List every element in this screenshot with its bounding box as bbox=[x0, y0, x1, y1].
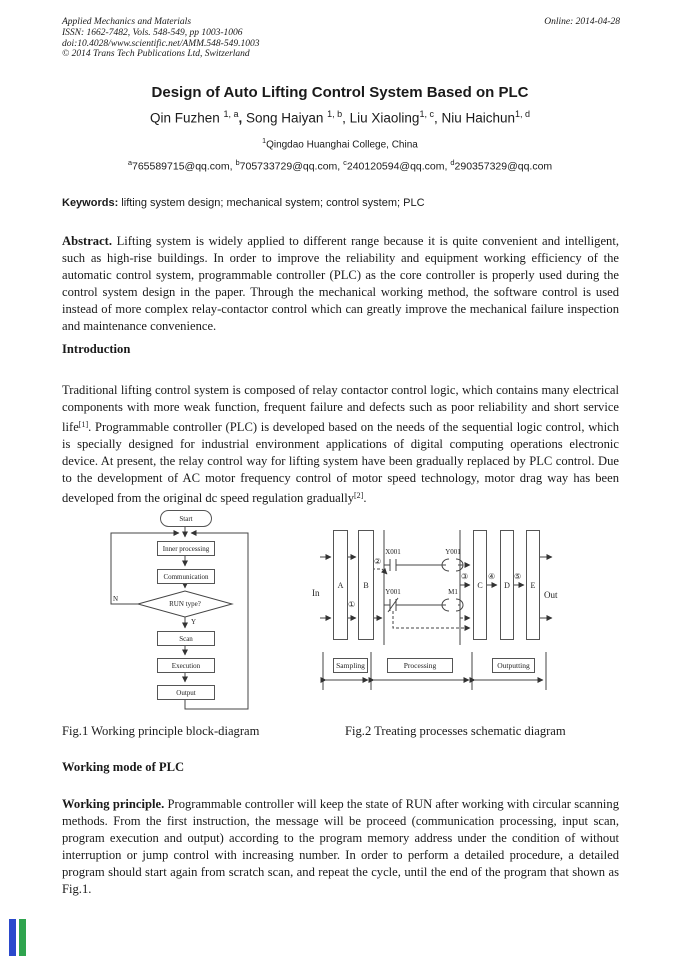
coil-label-m1: M1 bbox=[448, 588, 458, 596]
author-name: Qin Fuzhen bbox=[149, 110, 224, 126]
flowchart-connectors bbox=[110, 525, 249, 710]
keywords-line: Keywords: lifting system design; mechani… bbox=[62, 197, 618, 209]
email-list: a765589715@qq.com, b705733729@qq.com, c2… bbox=[42, 158, 638, 173]
copyright-line: © 2014 Trans Tech Publications Ltd, Swit… bbox=[62, 49, 250, 60]
phase-label-sampling: Sampling bbox=[333, 658, 368, 673]
figure1-flowchart: Start Inner processing Communication RUN… bbox=[105, 503, 305, 718]
author-sup: 1, c bbox=[419, 109, 434, 119]
flow-node-scan: Scan bbox=[157, 631, 215, 646]
keywords-text: lifting system design; mechanical system… bbox=[118, 197, 425, 209]
email-address: 240120594@qq.com, bbox=[346, 160, 451, 173]
author-name: Song Haiyan bbox=[246, 110, 328, 126]
phase-label-processing: Processing bbox=[387, 658, 453, 673]
step-number-1: ① bbox=[348, 600, 356, 609]
author-sup: 1, a bbox=[223, 109, 239, 119]
email-address: 290357329@qq.com bbox=[454, 160, 553, 173]
figure2-caption: Fig.2 Treating processes schematic diagr… bbox=[345, 724, 566, 738]
schematic-block-b: B bbox=[358, 530, 374, 640]
working-principle-label: Working principle. bbox=[62, 796, 165, 811]
schematic-block-a: A bbox=[333, 530, 348, 640]
affiliation-text: Qingdao Huanghai College, China bbox=[266, 139, 418, 151]
author-sep: , bbox=[238, 110, 247, 126]
schematic-block-e: E bbox=[526, 530, 540, 640]
step-number-5: ⑤ bbox=[514, 572, 522, 581]
email-sup: c bbox=[343, 158, 347, 167]
email-address: 705733729@qq.com, bbox=[239, 160, 344, 173]
citation-ref-2: [2] bbox=[354, 490, 364, 500]
introduction-paragraph: Traditional lifting control system is co… bbox=[62, 382, 619, 507]
flow-node-output: Output bbox=[157, 685, 215, 700]
issn-line: ISSN: 1662-7482, Vols. 548-549, pp 1003-… bbox=[62, 27, 243, 38]
step-number-3: ③ bbox=[461, 572, 469, 581]
email-sup: b bbox=[235, 158, 240, 167]
corner-logo-green-bar bbox=[19, 919, 26, 956]
section-heading-working-mode: Working mode of PLC bbox=[62, 760, 185, 774]
schematic-in-label: In bbox=[312, 588, 320, 598]
email-sup: d bbox=[450, 158, 455, 167]
flow-node-inner-processing: Inner processing bbox=[157, 541, 215, 556]
author-name: Liu Xiaoling bbox=[349, 110, 420, 126]
flow-node-start: Start bbox=[160, 510, 212, 527]
affiliation-sup: 1 bbox=[262, 138, 267, 145]
author-sep: , bbox=[433, 110, 442, 126]
email-sup: a bbox=[127, 158, 132, 167]
abstract-label: Abstract. bbox=[62, 233, 113, 248]
figure2-schematic: In Out A B C D E X001 Y001 Y001 M1 ① ② ③… bbox=[312, 522, 582, 694]
flow-node-communication: Communication bbox=[157, 569, 215, 584]
figure1-caption: Fig.1 Working principle block-diagram bbox=[62, 724, 260, 738]
journal-name: Applied Mechanics and Materials bbox=[62, 17, 192, 27]
schematic-block-c: C bbox=[473, 530, 487, 640]
contact-label-x001: X001 bbox=[385, 548, 401, 556]
step-number-4: ④ bbox=[488, 572, 496, 581]
email-address: 765589715@qq.com, bbox=[131, 160, 236, 173]
schematic-out-label: Out bbox=[544, 590, 558, 600]
doi-line: doi:10.4028/www.scientific.net/AMM.548-5… bbox=[62, 38, 260, 49]
page-title: Design of Auto Lifting Control System Ba… bbox=[151, 84, 529, 101]
citation-ref-1: [1] bbox=[78, 419, 89, 429]
flow-branch-no: N bbox=[113, 595, 119, 603]
step-number-2: ② bbox=[374, 557, 382, 566]
section-heading-introduction: Introduction bbox=[62, 342, 131, 356]
author-sup: 1, b bbox=[327, 109, 343, 119]
author-name: Niu Haichun bbox=[441, 110, 516, 126]
publication-info: Applied Mechanics and Materials ISSN: 16… bbox=[62, 17, 462, 60]
flow-node-execution: Execution bbox=[157, 658, 215, 673]
corner-logo-blue-bar bbox=[9, 919, 16, 956]
phase-label-outputting: Outputting bbox=[492, 658, 535, 673]
intro-text: . Programmable controller (PLC) is devel… bbox=[62, 419, 619, 505]
contact-label-y001: Y001 bbox=[385, 588, 401, 596]
schematic-block-d: D bbox=[500, 530, 514, 640]
intro-text: . bbox=[363, 490, 367, 505]
working-principle-paragraph: Working principle. Programmable controll… bbox=[62, 796, 619, 898]
abstract-paragraph: Abstract. Lifting system is widely appli… bbox=[62, 233, 619, 335]
coil-label-y001: Y001 bbox=[445, 548, 461, 556]
author-sep: , bbox=[342, 110, 350, 126]
flow-branch-yes: Y bbox=[191, 618, 197, 626]
author-list: Qin Fuzhen 1, a, Song Haiyan 1, b, Liu X… bbox=[42, 109, 638, 126]
keywords-label: Keywords: bbox=[62, 197, 119, 209]
flow-node-run-type: RUN type? bbox=[169, 600, 201, 608]
abstract-text: Lifting system is widely applied to diff… bbox=[62, 233, 619, 333]
intro-text: Traditional lifting control system is co… bbox=[62, 382, 619, 434]
affiliation: 1Qingdao Huanghai College, China bbox=[62, 138, 618, 150]
online-date: Online: 2014-04-28 bbox=[544, 17, 620, 27]
author-sup: 1, d bbox=[515, 109, 531, 119]
working-principle-text: Programmable controller will keep the st… bbox=[62, 796, 619, 896]
